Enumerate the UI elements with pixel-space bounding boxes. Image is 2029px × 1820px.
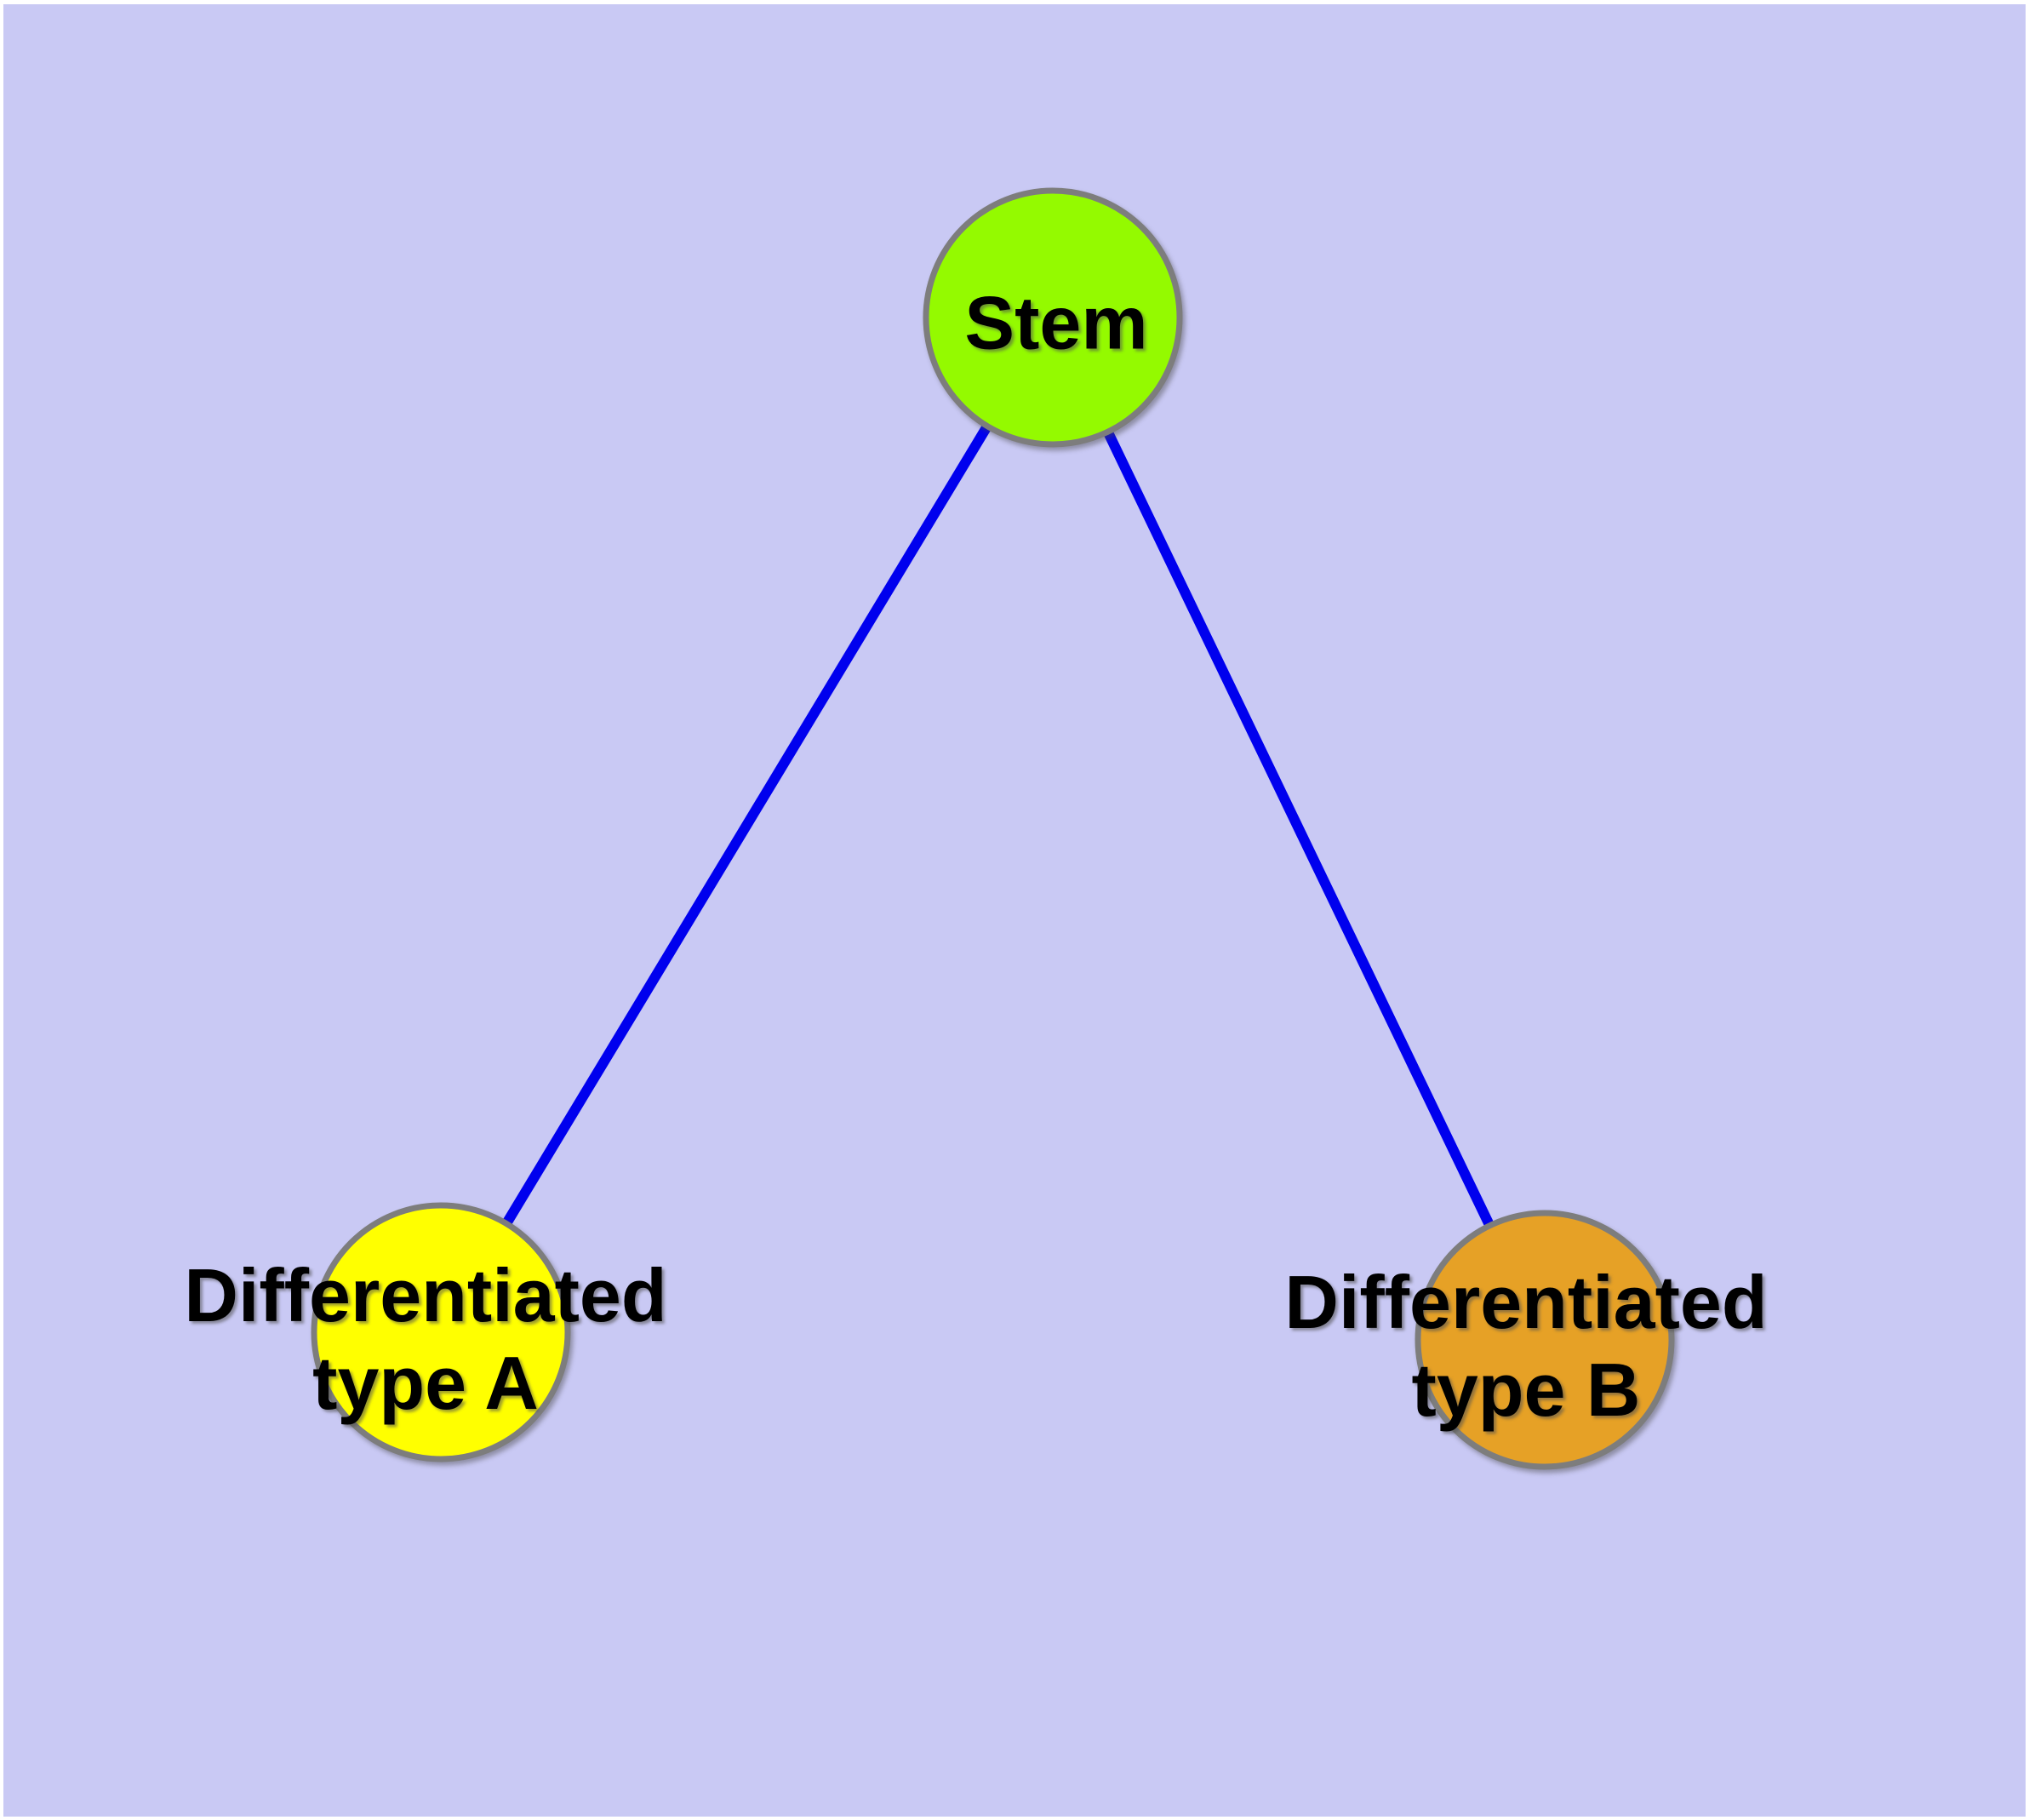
graph-svg bbox=[3, 4, 2026, 1817]
node-stem-circle bbox=[923, 187, 1183, 448]
edge-stem-to-type-a bbox=[436, 312, 1058, 1337]
plot-background: Stem Differentiated type A Differentiate… bbox=[3, 4, 2026, 1817]
node-type-b-circle bbox=[1415, 1210, 1675, 1470]
node-type-a-circle bbox=[311, 1202, 571, 1462]
edge-stem-to-type-b bbox=[1048, 312, 1550, 1345]
